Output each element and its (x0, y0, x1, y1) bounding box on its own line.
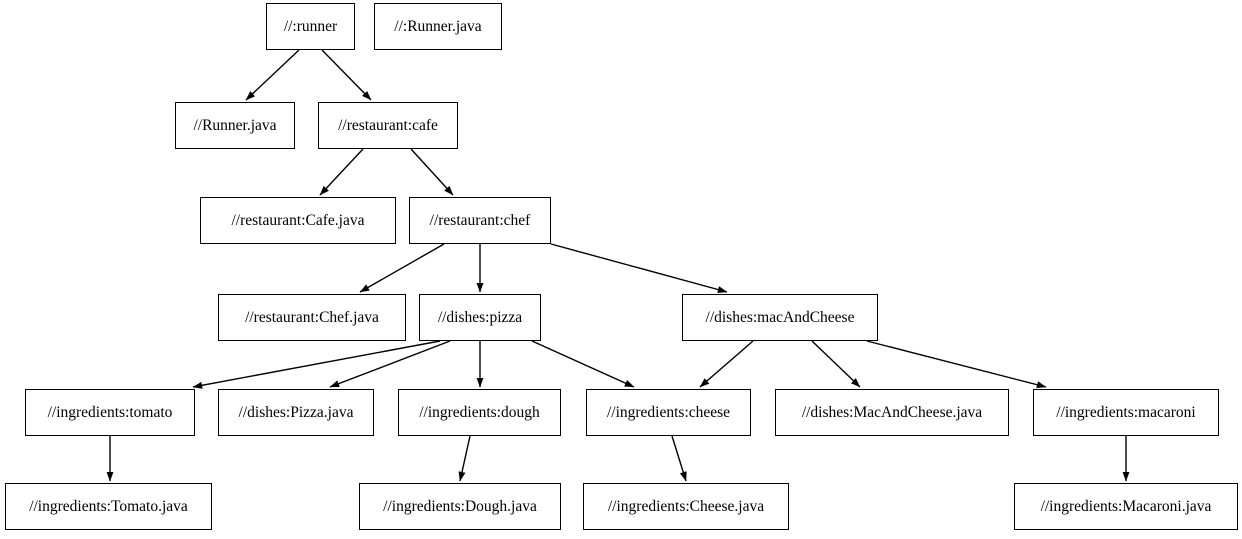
graph-node-label: //:Runner.java (394, 17, 482, 35)
graph-node-dishes_pizza_java[interactable]: //dishes:Pizza.java (218, 389, 374, 436)
graph-node-label: //dishes:pizza (437, 308, 523, 326)
graph-node-label: //restaurant:Chef.java (245, 308, 379, 326)
graph-node-ing_tomato[interactable]: //ingredients:tomato (25, 389, 195, 436)
graph-node-label: //dishes:macAndCheese (705, 308, 855, 326)
graph-node-dishes_mac_java[interactable]: //dishes:MacAndCheese.java (775, 389, 1009, 436)
graph-node-label: //:runner (283, 17, 338, 35)
graph-node-ing_macaroni_java[interactable]: //ingredients:Macaroni.java (1014, 483, 1238, 530)
graph-node-ing_cheese_java[interactable]: //ingredients:Cheese.java (583, 483, 789, 530)
graph-node-label: //ingredients:macaroni (1056, 403, 1196, 421)
graph-node-label: //ingredients:tomato (47, 403, 173, 421)
graph-node-restaurant_cafe_java[interactable]: //restaurant:Cafe.java (200, 197, 396, 244)
graph-node-ing_tomato_java[interactable]: //ingredients:Tomato.java (5, 483, 212, 530)
graph-node-restaurant_cafe[interactable]: //restaurant:cafe (318, 102, 458, 149)
graph-node-restaurant_chef[interactable]: //restaurant:chef (409, 197, 551, 244)
graph-node-dishes_pizza[interactable]: //dishes:pizza (419, 294, 541, 341)
graph-node-ing_cheese[interactable]: //ingredients:cheese (586, 389, 751, 436)
graph-node-ing_macaroni[interactable]: //ingredients:macaroni (1033, 389, 1219, 436)
graph-node-runner_java[interactable]: //Runner.java (175, 102, 295, 149)
graph-node-runner[interactable]: //:runner (266, 3, 355, 50)
graph-node-dishes_macandcheese[interactable]: //dishes:macAndCheese (682, 294, 878, 341)
graph-node-label: //restaurant:Cafe.java (231, 211, 365, 229)
graph-node-restaurant_chef_java[interactable]: //restaurant:Chef.java (218, 294, 406, 341)
graph-node-ing_dough[interactable]: //ingredients:dough (398, 389, 561, 436)
graph-node-label: //Runner.java (193, 116, 277, 134)
graph-node-label: //ingredients:Tomato.java (29, 497, 188, 515)
graph-node-label: //ingredients:Macaroni.java (1040, 497, 1212, 515)
graph-node-label: //restaurant:chef (429, 211, 531, 229)
graph-node-label: //dishes:MacAndCheese.java (801, 403, 983, 421)
graph-node-ing_dough_java[interactable]: //ingredients:Dough.java (359, 483, 561, 530)
graph-node-label: //ingredients:cheese (606, 403, 731, 421)
graph-node-runner_java_root[interactable]: //:Runner.java (374, 3, 502, 50)
graph-node-label: //ingredients:Dough.java (383, 497, 537, 515)
graph-node-label: //dishes:Pizza.java (238, 403, 354, 421)
graph-node-label: //ingredients:dough (419, 403, 540, 421)
graph-node-label: //ingredients:Cheese.java (607, 497, 765, 515)
graph-node-label: //restaurant:cafe (338, 116, 438, 134)
